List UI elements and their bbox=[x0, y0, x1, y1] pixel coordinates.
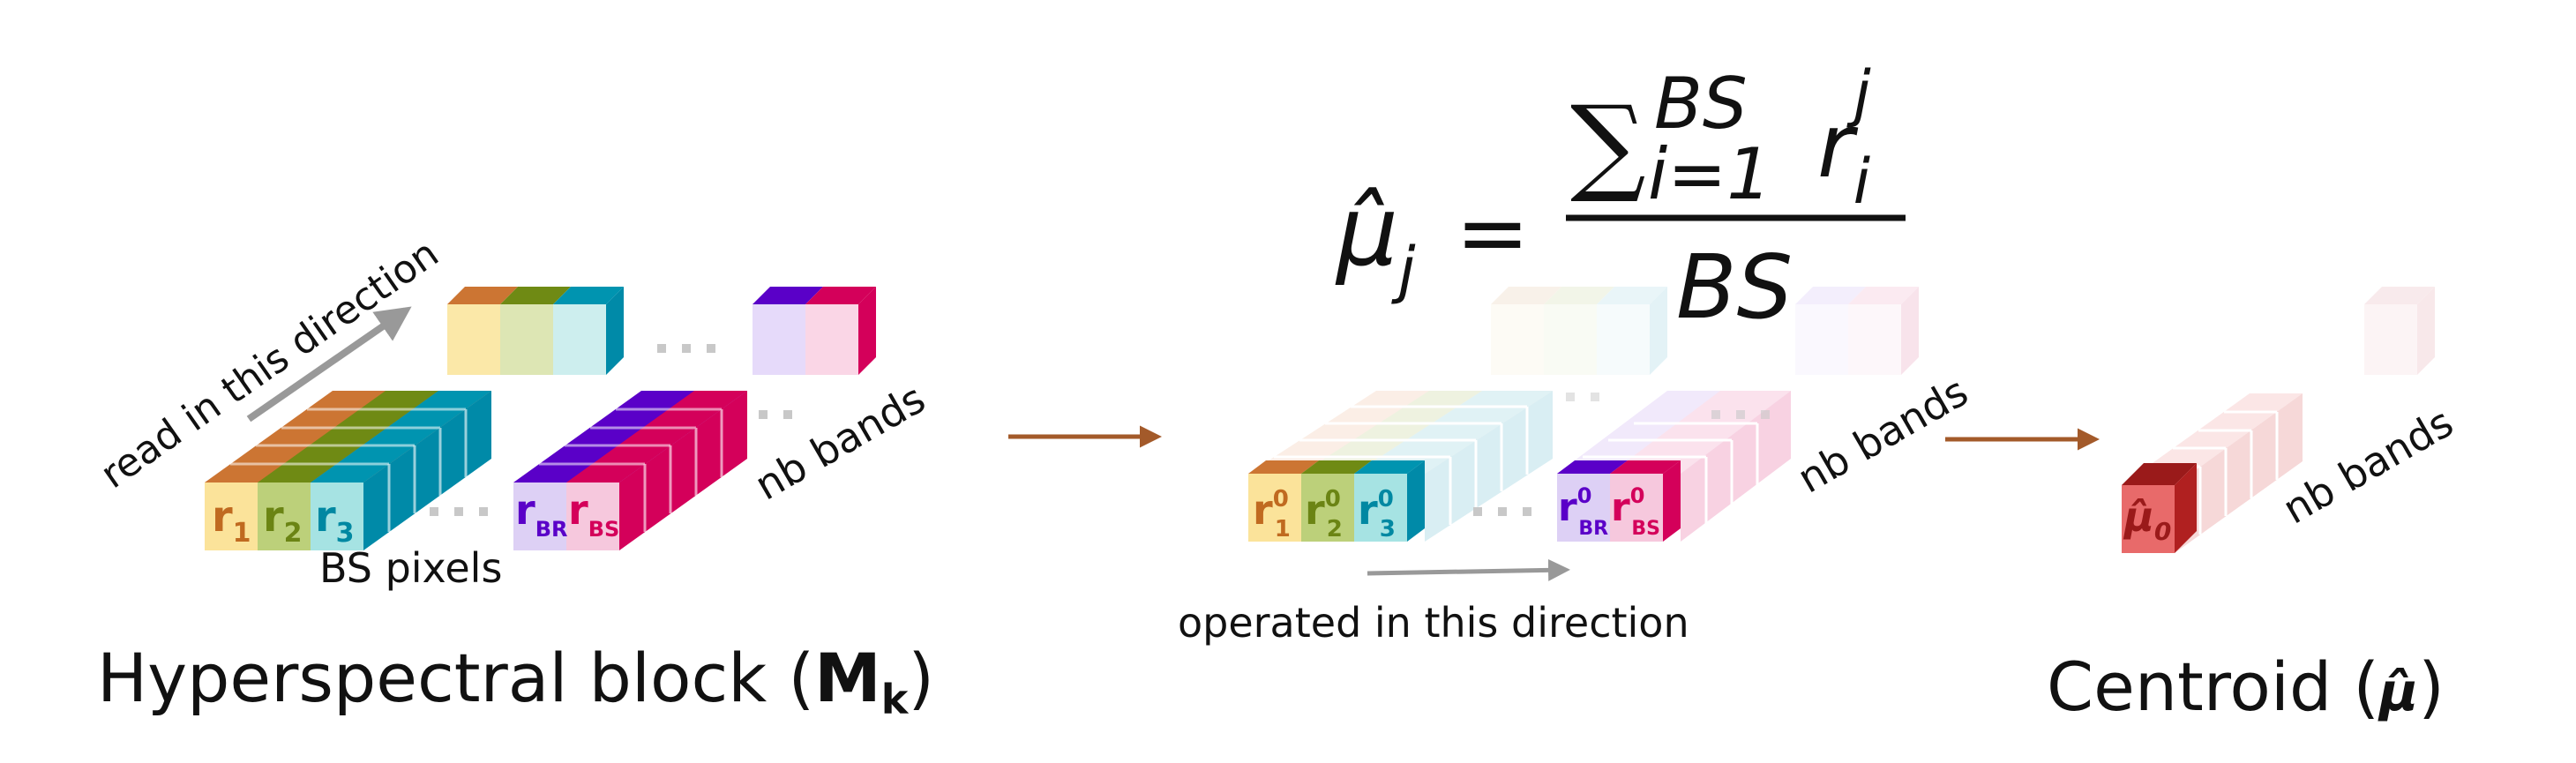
pixel-label-rbr: rBR bbox=[515, 486, 567, 542]
nb-bands-label-mid: nb bands bbox=[1790, 367, 1976, 502]
formula-sum-upper: BS bbox=[1654, 63, 1748, 145]
hyperspectral-block: r1 r2 r3 rBR rBS read in this direction … bbox=[93, 231, 934, 723]
centroid-cell: μ̂0 bbox=[2122, 463, 2197, 553]
operated-direction-label: operated in this direction bbox=[1178, 599, 1689, 647]
bs-pixels-label: BS pixels bbox=[319, 544, 502, 592]
block-front-slab-end bbox=[430, 391, 798, 550]
read-direction-arrow bbox=[246, 306, 412, 423]
operated-band0-layer bbox=[1248, 460, 1681, 542]
operated-direction-arrow bbox=[1367, 558, 1570, 581]
nb-bands-label-right: nb bands bbox=[2275, 398, 2461, 533]
block-title: Hyperspectral block (Mk) bbox=[97, 639, 934, 723]
centroid-title: Centroid (μ̂) bbox=[2047, 647, 2445, 726]
formula-sum-lower: i=1 bbox=[1648, 133, 1771, 215]
formula-sum-symbol: ∑ bbox=[1570, 84, 1646, 206]
operated-faded-bands bbox=[1248, 391, 1791, 542]
block-back-row bbox=[447, 287, 876, 375]
operated-back-row bbox=[1491, 287, 1919, 375]
formula-lhs: μ̂j bbox=[1335, 175, 1416, 306]
formula-equals: = bbox=[1456, 181, 1530, 284]
formula-denominator: BS bbox=[1676, 236, 1793, 339]
centroid-cell-label: μ̂0 bbox=[2123, 493, 2171, 546]
pixel-label-r2: r2 bbox=[263, 492, 303, 549]
block-front-slab bbox=[205, 391, 491, 550]
pixel-labels-left: r1 r2 r3 rBR rBS bbox=[212, 486, 619, 549]
centroid-faded-bands bbox=[2122, 393, 2303, 553]
pixel-label-r3: r3 bbox=[315, 492, 355, 549]
pixel-label-r1: r1 bbox=[212, 492, 251, 549]
nb-bands-label-left: nb bands bbox=[747, 374, 933, 509]
centroid: μ̂0 nb bands Centroid (μ̂) bbox=[2047, 287, 2461, 726]
centroid-back-cube bbox=[2364, 287, 2435, 375]
pixel-label-rbs: rBS bbox=[568, 486, 619, 542]
